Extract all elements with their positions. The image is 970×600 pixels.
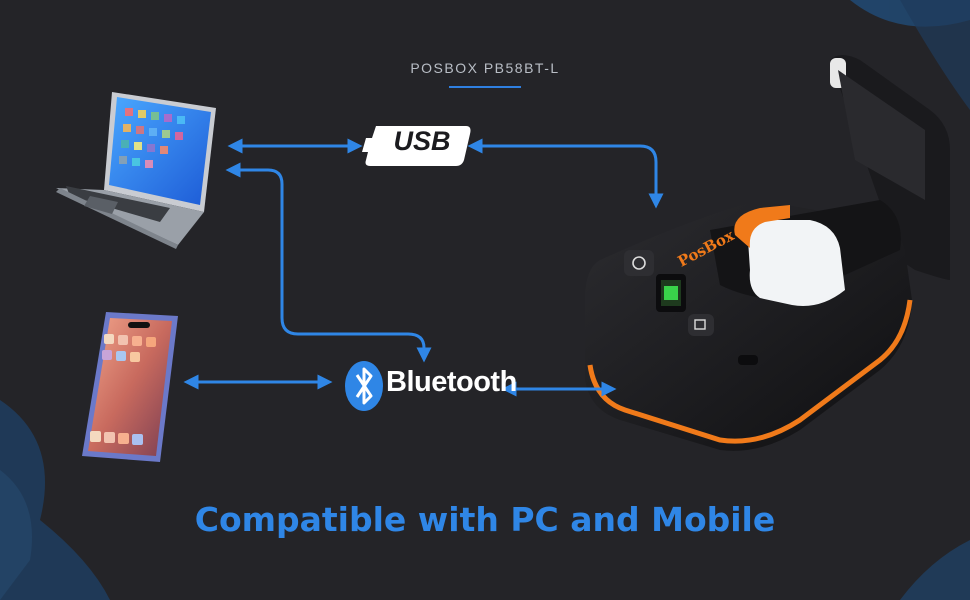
usb-label: USB: [393, 126, 451, 156]
usb-icon: [362, 126, 471, 166]
smartphone-icon: [82, 312, 178, 462]
bluetooth-icon: [345, 361, 383, 411]
title-underline: [449, 86, 521, 88]
bluetooth-label: Bluetooth: [386, 366, 517, 398]
product-name: POSBOX PB58BT-L: [410, 60, 560, 76]
texture-bottom-left: [0, 400, 110, 600]
laptop-icon: [56, 92, 216, 249]
arrow-usb-printer: [467, 138, 664, 209]
texture-top-right: [850, 0, 970, 110]
headline: Compatible with PC and Mobile: [194, 500, 776, 539]
texture-bottom-right: [900, 540, 970, 600]
thermal-printer-icon: [585, 55, 950, 451]
arrow-laptop-bluetooth: [225, 162, 432, 363]
